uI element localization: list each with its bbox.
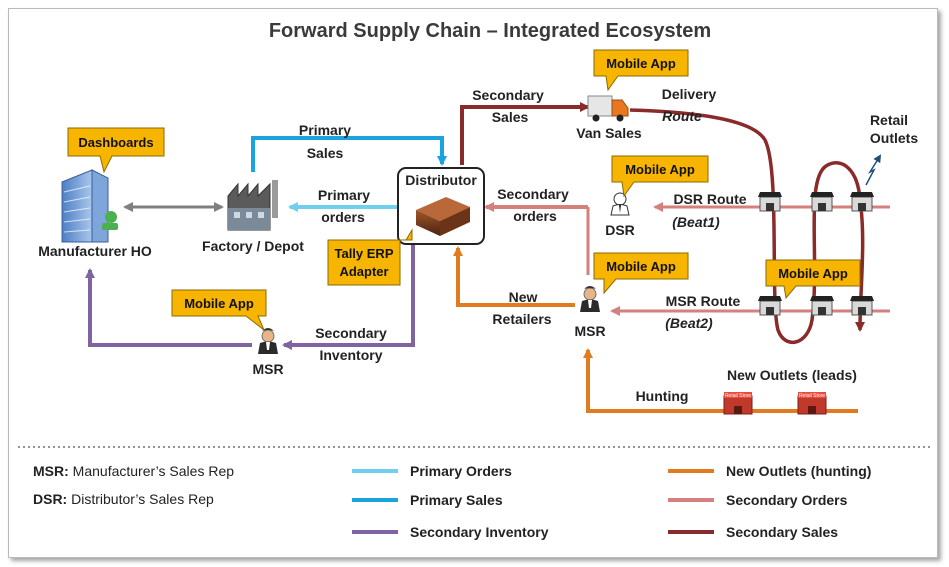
retail-outlet-store-icon <box>809 295 835 316</box>
msr-left-person-icon <box>257 327 279 355</box>
mobile-app-msr-right-text: Mobile App <box>606 259 676 274</box>
legend-label: Secondary Sales <box>726 524 838 540</box>
dsr-route-label: DSR Route <box>673 191 746 207</box>
legend-definition-dsr: DSR: Distributor’s Sales Rep <box>33 491 214 507</box>
msr-route-label: MSR Route <box>666 293 741 309</box>
retail-outlet-store-icon <box>849 295 875 316</box>
retail-outlets-label-1: Retail <box>870 112 908 128</box>
retail-outlet-store-icon <box>757 295 783 316</box>
msr-to-ho-line <box>85 268 252 347</box>
dashboards-callout-text: Dashboards <box>78 135 153 150</box>
diagram-title: Forward Supply Chain – Integrated Ecosys… <box>269 20 711 42</box>
secondary-sales-label-2: Sales <box>492 109 529 125</box>
hunting-line <box>583 348 858 413</box>
secondary-orders-label-2: orders <box>513 208 557 224</box>
tally-erp-callout-text-1: Tally ERP <box>334 246 393 261</box>
legend-label: New Outlets (hunting) <box>726 463 871 479</box>
new-retailers-label-2: Retailers <box>492 311 551 327</box>
retail-outlet-store-icon <box>757 191 783 212</box>
primary-sales-label-2: Sales <box>307 145 344 161</box>
tally-erp-callout: Tally ERP Adapter <box>327 228 413 286</box>
route-label: Route <box>662 108 702 124</box>
factory-icon <box>227 180 278 231</box>
mobile-app-route-text: Mobile App <box>778 266 848 281</box>
delivery-van-icon <box>587 95 629 122</box>
mobile-app-callout-van: Mobile App <box>593 49 689 92</box>
legend-definition-msr: MSR: Manufacturer’s Sales Rep <box>33 463 234 479</box>
retail-outlets-pointer <box>865 154 882 186</box>
primary-orders-label-1: Primary <box>318 187 370 203</box>
mobile-app-callout-msr-left: Mobile App <box>171 289 267 331</box>
mobile-app-callout-dsr: Mobile App <box>611 155 709 198</box>
dashboards-callout: Dashboards <box>67 127 165 174</box>
primary-orders-label-2: orders <box>321 209 365 225</box>
mobile-app-msr-left-text: Mobile App <box>184 296 254 311</box>
msr-right-person-icon <box>579 285 601 313</box>
dsr-person-icon <box>610 192 630 216</box>
factory-label: Factory / Depot <box>202 238 304 254</box>
mobile-app-van-text: Mobile App <box>606 56 676 71</box>
dsr-label: DSR <box>605 222 635 238</box>
primary-sales-line <box>251 136 447 172</box>
secondary-inventory-line <box>282 245 415 350</box>
primary-sales-label-1: Primary <box>299 122 351 138</box>
secondary-sales-line <box>460 102 590 165</box>
msr-left-label: MSR <box>252 361 283 377</box>
msr-right-label: MSR <box>574 323 605 339</box>
retail-outlet-store-icon <box>809 191 835 212</box>
secondary-inventory-label-2: Inventory <box>319 347 382 363</box>
distributor-label: Distributor <box>405 172 477 188</box>
beat2-label: (Beat2) <box>665 315 713 331</box>
delivery-label: Delivery <box>662 86 717 102</box>
store-sign-text: Retail Store <box>725 393 751 399</box>
secondary-sales-label-1: Secondary <box>472 87 544 103</box>
office-building-icon <box>61 169 118 243</box>
hunting-label: Hunting <box>636 388 689 404</box>
store-sign-text: Retail Store <box>799 393 825 399</box>
legend-label: Primary Sales <box>410 492 503 508</box>
legend-label: Primary Orders <box>410 463 512 479</box>
secondary-inventory-label-1: Secondary <box>315 325 387 341</box>
distributor-box-icon <box>416 197 470 236</box>
new-retailers-line <box>453 246 575 307</box>
mobile-app-dsr-text: Mobile App <box>625 162 695 177</box>
new-outlets-label: New Outlets (leads) <box>727 367 857 383</box>
mobile-app-callout-route: Mobile App <box>765 259 861 300</box>
manufacturer-ho-label: Manufacturer HO <box>38 243 152 259</box>
new-retailers-label-1: New <box>509 289 538 305</box>
legend-label: Secondary Orders <box>726 492 848 508</box>
retail-outlets-label-2: Outlets <box>870 130 918 146</box>
legend-label: Secondary Inventory <box>410 524 549 540</box>
retail-outlet-store-icon <box>849 191 875 212</box>
mobile-app-callout-msr-right: Mobile App <box>593 252 689 295</box>
beat1-label: (Beat1) <box>672 214 720 230</box>
secondary-orders-label-1: Secondary <box>497 186 569 202</box>
tally-erp-callout-text-2: Adapter <box>339 264 388 279</box>
van-sales-label: Van Sales <box>576 125 642 141</box>
